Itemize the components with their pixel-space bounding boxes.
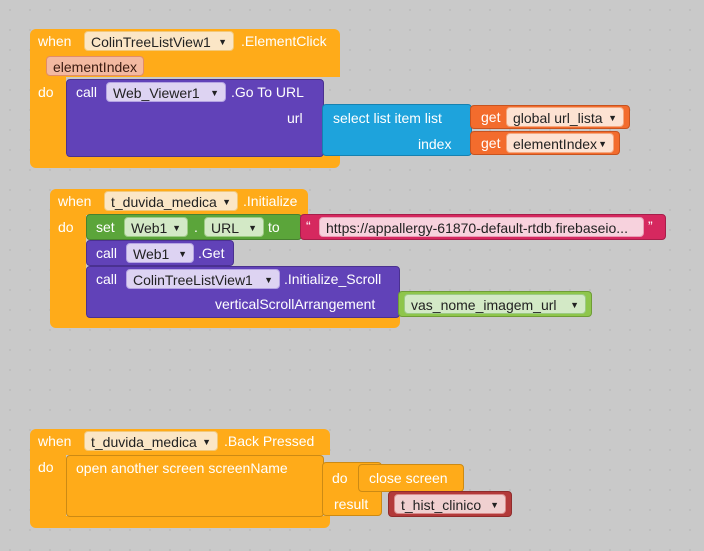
do-label: do bbox=[38, 84, 54, 100]
webviewer-dropdown-label: Web_Viewer1 bbox=[113, 85, 200, 101]
chevron-down-icon: ▼ bbox=[210, 88, 219, 98]
chevron-down-icon: ▼ bbox=[570, 300, 579, 310]
screen-dropdown-label: t_hist_clinico bbox=[401, 497, 482, 513]
event-name: .ElementClick bbox=[241, 33, 327, 49]
do-label: do bbox=[38, 459, 54, 475]
open-screen-label: open another screen screenName bbox=[76, 460, 288, 476]
screen-dropdown[interactable]: t_hist_clinico ▼ bbox=[394, 494, 506, 514]
chevron-down-icon: ▼ bbox=[202, 437, 211, 447]
call-initialize-scroll-block[interactable] bbox=[86, 266, 400, 318]
web-component-dropdown[interactable]: Web1 ▼ bbox=[126, 243, 194, 263]
when-label: when bbox=[38, 33, 72, 49]
quote-close: ” bbox=[648, 218, 653, 234]
get-label: get bbox=[481, 109, 501, 125]
scroll-socket-label: verticalScrollArrangement bbox=[215, 296, 376, 312]
component-dropdown[interactable]: ColinTreeListView1 ▼ bbox=[84, 31, 234, 51]
event-name: .Initialize bbox=[243, 193, 298, 209]
method-name: .Initialize_Scroll bbox=[284, 271, 382, 287]
chevron-down-icon: ▼ bbox=[490, 500, 499, 510]
method-name: .Go To URL bbox=[231, 84, 304, 100]
component-dropdown-label: ColinTreeListView1 bbox=[91, 34, 211, 50]
url-socket-label: url bbox=[287, 110, 303, 126]
chevron-down-icon: ▼ bbox=[218, 37, 227, 47]
event-footer bbox=[30, 155, 340, 168]
chevron-down-icon: ▼ bbox=[598, 139, 607, 149]
arrangement-dropdown[interactable]: vas_nome_imagem_url ▼ bbox=[404, 294, 586, 314]
get-label: get bbox=[481, 135, 501, 151]
quote-open: “ bbox=[306, 218, 311, 234]
set-url-block[interactable] bbox=[86, 214, 302, 240]
property-dropdown-label: URL bbox=[211, 220, 240, 236]
event-do-arm bbox=[30, 454, 66, 518]
event-do-arm bbox=[50, 214, 86, 320]
chevron-down-icon: ▼ bbox=[222, 197, 231, 207]
chevron-down-icon: ▼ bbox=[248, 223, 257, 233]
event-do-arm bbox=[30, 76, 66, 158]
select-list-item-block[interactable] bbox=[322, 104, 472, 156]
component-dropdown-label: t_duvida_medica bbox=[111, 194, 217, 210]
web-component-label: Web1 bbox=[133, 246, 170, 262]
component-dropdown-label: t_duvida_medica bbox=[91, 434, 197, 450]
set-label: set bbox=[96, 219, 115, 235]
result-socket-label: result bbox=[334, 496, 369, 512]
event-name: .Back Pressed bbox=[224, 433, 315, 449]
close-screen-block[interactable] bbox=[358, 464, 464, 492]
local-variable-dropdown-label: elementIndex bbox=[513, 136, 598, 152]
param-label: elementIndex bbox=[53, 59, 138, 75]
listview-dropdown-label: ColinTreeListView1 bbox=[133, 272, 253, 288]
property-dropdown[interactable]: URL ▼ bbox=[204, 217, 264, 237]
url-text-value: https://appallergy-61870-default-rtdb.fi… bbox=[326, 220, 628, 236]
do-label: do bbox=[58, 219, 74, 235]
event-footer bbox=[30, 516, 330, 528]
do-socket-label: do bbox=[332, 470, 348, 486]
variable-dropdown-label: global url_lista bbox=[513, 110, 603, 126]
event-footer bbox=[50, 316, 400, 328]
arrangement-dropdown-label: vas_nome_imagem_url bbox=[411, 297, 557, 313]
listview-dropdown[interactable]: ColinTreeListView1 ▼ bbox=[126, 269, 280, 289]
chevron-down-icon: ▼ bbox=[608, 113, 617, 123]
to-label: to bbox=[268, 219, 280, 235]
local-variable-dropdown[interactable]: elementIndex▼ bbox=[506, 133, 614, 153]
param-elementindex[interactable]: elementIndex bbox=[46, 56, 145, 76]
method-name: .Get bbox=[198, 245, 225, 261]
setter-component-dropdown[interactable]: Web1 ▼ bbox=[124, 217, 188, 237]
when-label: when bbox=[58, 193, 92, 209]
select-list-item-label: select list item list bbox=[333, 110, 442, 126]
setter-component-label: Web1 bbox=[131, 220, 168, 236]
webviewer-dropdown[interactable]: Web_Viewer1 ▼ bbox=[106, 82, 226, 102]
component-dropdown[interactable]: t_duvida_medica ▼ bbox=[104, 191, 238, 211]
variable-dropdown[interactable]: global url_lista ▼ bbox=[506, 107, 624, 127]
call-label: call bbox=[96, 271, 118, 287]
when-label: when bbox=[38, 433, 72, 449]
chevron-down-icon: ▼ bbox=[264, 275, 273, 285]
call-label: call bbox=[96, 245, 118, 261]
close-screen-label: close screen bbox=[369, 470, 448, 486]
index-socket-label: index bbox=[418, 136, 452, 152]
dot-label: . bbox=[194, 219, 198, 235]
component-dropdown[interactable]: t_duvida_medica ▼ bbox=[84, 431, 218, 451]
chevron-down-icon: ▼ bbox=[178, 249, 187, 259]
url-text-field[interactable]: https://appallergy-61870-default-rtdb.fi… bbox=[319, 217, 644, 237]
call-label: call bbox=[76, 84, 98, 100]
chevron-down-icon: ▼ bbox=[172, 223, 181, 233]
